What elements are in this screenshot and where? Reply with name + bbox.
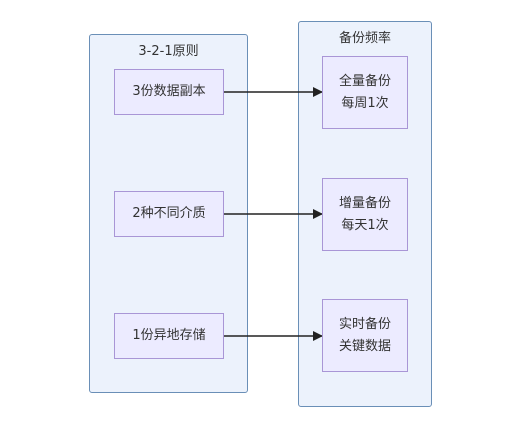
node-2-different-media: 2种不同介质 bbox=[114, 191, 224, 237]
node-label: 2种不同介质 bbox=[132, 206, 206, 221]
node-detail: 每天1次 bbox=[341, 217, 389, 233]
node-title: 全量备份 bbox=[338, 73, 391, 89]
node-label: 3份数据副本 bbox=[132, 84, 206, 99]
node-detail: 关键数据 bbox=[338, 338, 391, 354]
node-realtime-backup: 实时备份 关键数据 bbox=[322, 299, 408, 372]
node-full-backup: 全量备份 每周1次 bbox=[322, 56, 408, 129]
node-3-data-copies: 3份数据副本 bbox=[114, 69, 224, 115]
node-detail: 每周1次 bbox=[341, 95, 389, 111]
node-title: 增量备份 bbox=[338, 195, 391, 211]
node-incremental-backup: 增量备份 每天1次 bbox=[322, 178, 408, 251]
node-title: 实时备份 bbox=[338, 316, 391, 332]
node-1-offsite-storage: 1份异地存储 bbox=[114, 313, 224, 359]
group-title-rule: 3-2-1原则 bbox=[138, 44, 199, 59]
node-label: 1份异地存储 bbox=[132, 328, 206, 343]
group-title-frequency: 备份频率 bbox=[338, 31, 391, 46]
